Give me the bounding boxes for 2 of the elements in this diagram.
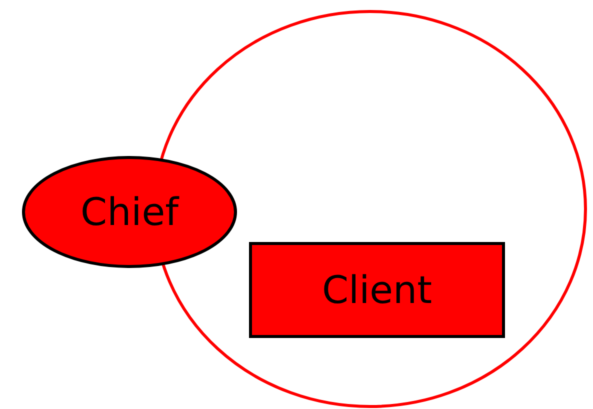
node-label: Chief bbox=[80, 190, 178, 234]
node-label: Client bbox=[322, 268, 432, 312]
